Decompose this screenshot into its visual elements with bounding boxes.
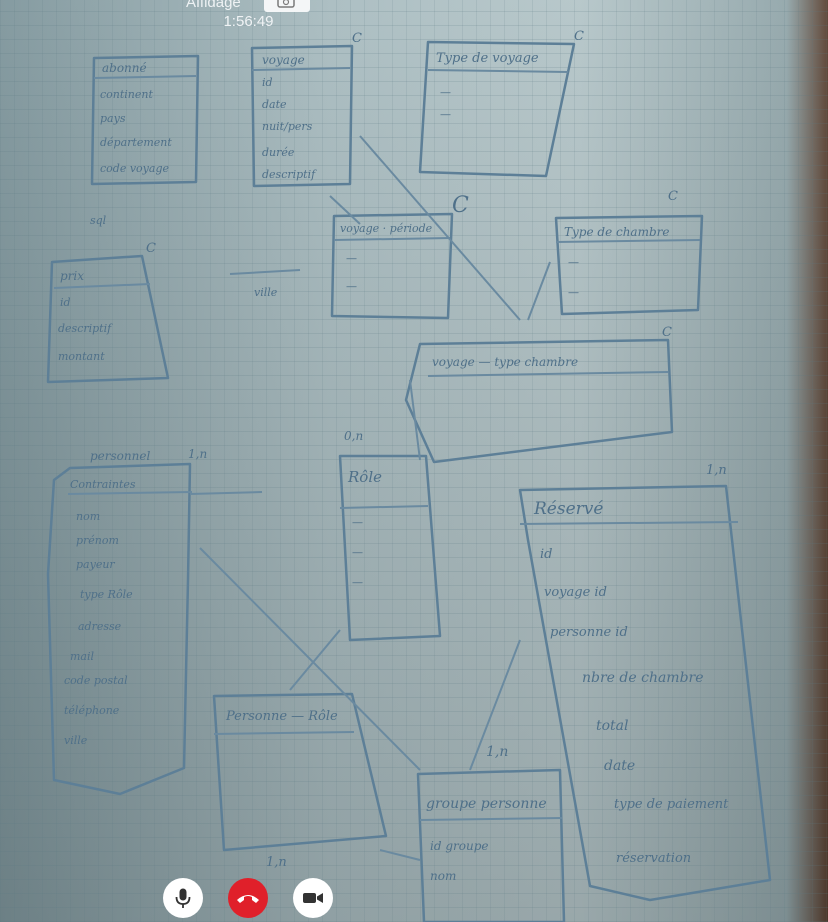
sketch-relations xyxy=(189,135,551,861)
call-header: Affidage 1:56:49 xyxy=(0,0,828,34)
svg-text:C: C xyxy=(352,31,362,46)
sketch-table-type-voyage: Type de voyage — — xyxy=(418,40,576,178)
svg-text:personne id: personne id xyxy=(550,625,628,640)
sketch-table-personne-role: Personne — Rôle xyxy=(212,692,388,852)
svg-text:—: — xyxy=(346,252,357,265)
svg-text:voyage id: voyage id xyxy=(544,585,607,600)
svg-text:type de paiement: type de paiement xyxy=(614,797,729,812)
svg-text:abonné: abonné xyxy=(102,61,147,75)
svg-text:—: — xyxy=(568,286,579,299)
svg-text:Type de chambre: Type de chambre xyxy=(564,225,669,239)
svg-text:1,n: 1,n xyxy=(486,744,508,760)
svg-text:prénom: prénom xyxy=(76,534,119,547)
video-toggle-button[interactable] xyxy=(293,878,333,918)
svg-text:prix: prix xyxy=(60,269,84,283)
hang-up-button[interactable] xyxy=(228,878,268,918)
svg-text:1,n: 1,n xyxy=(266,855,287,870)
sketch-table-voyage-type-chambre: voyage — type chambre xyxy=(404,338,674,464)
svg-text:nbre de chambre: nbre de chambre xyxy=(582,670,704,686)
svg-text:payeur: payeur xyxy=(76,558,115,571)
svg-text:—: — xyxy=(352,546,363,559)
svg-text:adresse: adresse xyxy=(78,620,122,633)
svg-text:groupe personne: groupe personne xyxy=(426,796,547,812)
mute-button[interactable] xyxy=(163,878,203,918)
svg-text:—: — xyxy=(440,86,451,99)
svg-text:code voyage: code voyage xyxy=(100,162,169,175)
svg-text:—: — xyxy=(352,576,363,589)
camera-flip-icon xyxy=(277,0,295,8)
contact-name: Affidage xyxy=(186,0,241,11)
svg-text:Type de voyage: Type de voyage xyxy=(436,51,539,66)
svg-text:nuit/pers: nuit/pers xyxy=(262,120,313,133)
svg-text:téléphone: téléphone xyxy=(64,704,120,717)
svg-text:id: id xyxy=(60,296,71,309)
sketch-table-groupe-personne: groupe personne id groupe nom xyxy=(416,768,566,922)
svg-text:ville: ville xyxy=(254,286,278,299)
svg-text:id groupe: id groupe xyxy=(430,839,489,853)
svg-text:sql: sql xyxy=(90,214,107,227)
call-timer: 1:56:49 xyxy=(223,13,274,30)
svg-text:département: département xyxy=(100,136,172,149)
call-controls xyxy=(0,868,828,922)
svg-text:C: C xyxy=(146,241,156,256)
svg-text:mail: mail xyxy=(70,650,95,663)
svg-text:id: id xyxy=(540,547,552,562)
svg-text:date: date xyxy=(262,98,287,111)
sketch-table-reserve: Réservé id voyage id personne id nbre de… xyxy=(518,484,772,902)
svg-text:C: C xyxy=(662,325,672,340)
sketch-table-type-chambre: Type de chambre — — xyxy=(554,214,704,316)
svg-text:type Rôle: type Rôle xyxy=(80,588,133,601)
sketch-table-voyage-periode: voyage · période — — xyxy=(330,212,454,320)
sketch-table-abonne: abonné continent pays département code v… xyxy=(90,54,200,186)
svg-text:réservation: réservation xyxy=(616,851,691,866)
svg-text:montant: montant xyxy=(58,350,105,363)
svg-text:durée: durée xyxy=(262,146,295,159)
svg-text:pays: pays xyxy=(100,112,126,125)
svg-text:code postal: code postal xyxy=(64,674,128,687)
sketch-table-prix: prix id descriptif montant xyxy=(46,254,170,384)
svg-text:C: C xyxy=(574,29,584,44)
svg-text:descriptif: descriptif xyxy=(262,168,317,181)
svg-text:—: — xyxy=(568,256,579,269)
svg-text:—: — xyxy=(440,108,451,121)
svg-text:Personne — Rôle: Personne — Rôle xyxy=(225,709,338,724)
svg-text:C: C xyxy=(668,189,678,204)
svg-text:Contraintes: Contraintes xyxy=(70,478,136,491)
sketch-table-personnel: personnel Contraintes nom prénom payeur … xyxy=(46,449,193,796)
svg-text:—: — xyxy=(352,516,363,529)
hang-up-icon xyxy=(237,895,259,903)
svg-text:descriptif: descriptif xyxy=(58,322,113,335)
svg-text:total: total xyxy=(596,718,629,734)
svg-text:nom: nom xyxy=(76,510,100,523)
switch-camera-button[interactable] xyxy=(264,0,310,12)
svg-text:voyage — type chambre: voyage — type chambre xyxy=(432,355,578,369)
svg-text:continent: continent xyxy=(100,88,153,101)
svg-text:personnel: personnel xyxy=(90,449,150,463)
sketch-table-role: Rôle — — — xyxy=(338,454,442,642)
svg-text:1,n: 1,n xyxy=(706,463,727,478)
microphone-icon xyxy=(175,888,191,908)
sketch-table-voyage: voyage id date nuit/pers durée descripti… xyxy=(250,44,354,188)
svg-text:Réservé: Réservé xyxy=(533,499,603,519)
svg-text:date: date xyxy=(604,758,635,774)
svg-text:voyage · période: voyage · période xyxy=(340,222,433,235)
sketch-notes: C C C C C C 1,n 0,n 1,n 1,n 1,n ville sq… xyxy=(90,29,727,870)
svg-text:1,n: 1,n xyxy=(188,447,207,461)
svg-text:voyage: voyage xyxy=(262,53,305,67)
svg-text:C: C xyxy=(452,193,469,218)
svg-text:0,n: 0,n xyxy=(344,429,363,443)
svg-text:nom: nom xyxy=(430,869,456,883)
svg-text:Rôle: Rôle xyxy=(347,468,382,486)
svg-text:ville: ville xyxy=(64,734,88,747)
svg-text:id: id xyxy=(262,76,273,89)
video-camera-icon xyxy=(303,893,323,903)
svg-text:—: — xyxy=(346,280,357,293)
